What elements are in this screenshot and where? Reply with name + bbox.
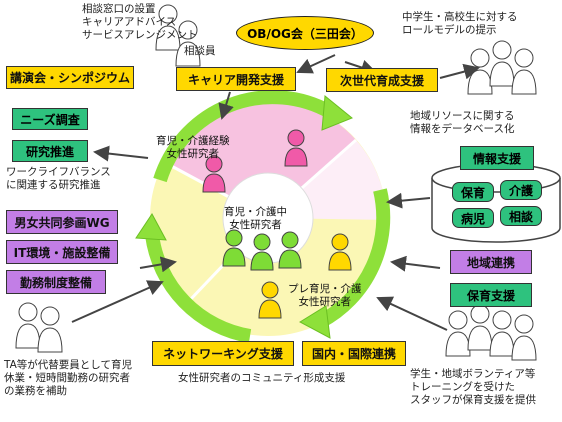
- role-model-note: 中学生・高校生に対する ロールモデルの提示: [402, 11, 518, 36]
- needs-survey-box: ニーズ調査: [12, 108, 88, 130]
- consultant-figures: [155, 4, 201, 67]
- arrow-childcare-to-cycle: [376, 296, 448, 331]
- current-researcher-label: 育児・介護中 女性研究者: [224, 206, 287, 231]
- db-item-nursing: 介護: [500, 180, 542, 200]
- consultant-label: 相談員: [184, 45, 216, 57]
- career-support-box: キャリア開発支援: [176, 67, 296, 91]
- arrow-career-to-cycle: [218, 91, 234, 120]
- arrowhead-bottom: [298, 305, 331, 339]
- obog-association: OB/OG会（三田会）: [236, 16, 374, 50]
- community-note: 女性研究者のコミュニティ形成支援: [178, 372, 346, 384]
- cycle-arrow-left: [145, 233, 252, 343]
- database-note: 地域リソースに関する 情報をデータベース化: [410, 110, 515, 135]
- experienced-sector: [164, 100, 356, 218]
- intl-cooperation-box: 国内・国際連携: [302, 341, 406, 366]
- next-gen-support-box: 次世代育成支援: [326, 68, 438, 92]
- volunteer-note: 学生・地域ボランティア等 トレーニングを受けた スタッフが保育支援を提供: [410, 368, 536, 406]
- networking-support-box: ネットワーキング支援: [152, 341, 294, 366]
- database-cylinder: [431, 163, 561, 243]
- gender-equality-wg-box: 男女共同参画WG: [6, 210, 118, 234]
- arrow-info-to-cycle: [386, 192, 431, 209]
- lectures-box: 講演会・シンポジウム: [6, 66, 134, 89]
- current-researcher-figures: [222, 229, 302, 271]
- wlb-note: ワークライフバランス に関連する研究推進: [6, 166, 111, 191]
- cycle-arrow-right: [316, 188, 391, 329]
- arrow-wg-to-cycle: [139, 256, 177, 273]
- db-item-consultation: 相談: [500, 206, 542, 226]
- info-support-box: 情報支援: [460, 146, 534, 170]
- regional-cooperation-box: 地域連携: [450, 250, 532, 274]
- research-box: 研究推進: [12, 140, 88, 162]
- people-figures: [15, 4, 537, 361]
- consultation-note: 相談窓口の設置 キャリアアドバイス サービスアレンジメント: [82, 3, 198, 41]
- pre-researcher-label: プレ育児・介護 女性研究者: [288, 283, 362, 308]
- arrowhead-left: [135, 213, 167, 241]
- arrow-ta-to-cycle: [71, 280, 164, 323]
- it-environment-box: IT環境・施設整備: [6, 240, 118, 264]
- experienced-researcher-figures: [202, 129, 308, 193]
- ta-figures: [15, 302, 63, 353]
- arrow-regional-to-cycle: [390, 255, 441, 272]
- experienced-researcher-label: 育児・介護経験 女性研究者: [156, 135, 230, 160]
- work-system-box: 勤務制度整備: [6, 270, 106, 294]
- arrowhead-top: [321, 95, 353, 131]
- student-figures: [467, 40, 537, 95]
- db-item-sick-child: 病児: [452, 208, 494, 228]
- pre-researcher-figures: [258, 233, 352, 319]
- childcare-support-box: 保育支援: [450, 283, 532, 307]
- cycle-arrowheads: [135, 95, 353, 339]
- ta-note: TA等が代替要員として育児 休業・短時間勤務の研究者 の業務を補助: [4, 359, 132, 397]
- volunteer-figures: [445, 304, 537, 361]
- arrow-cycle-to-research: [93, 145, 149, 162]
- arrow-nextgen-to-students: [439, 63, 480, 80]
- db-item-childcare: 保育: [452, 182, 494, 202]
- arrow-obog-to-career: [296, 54, 336, 74]
